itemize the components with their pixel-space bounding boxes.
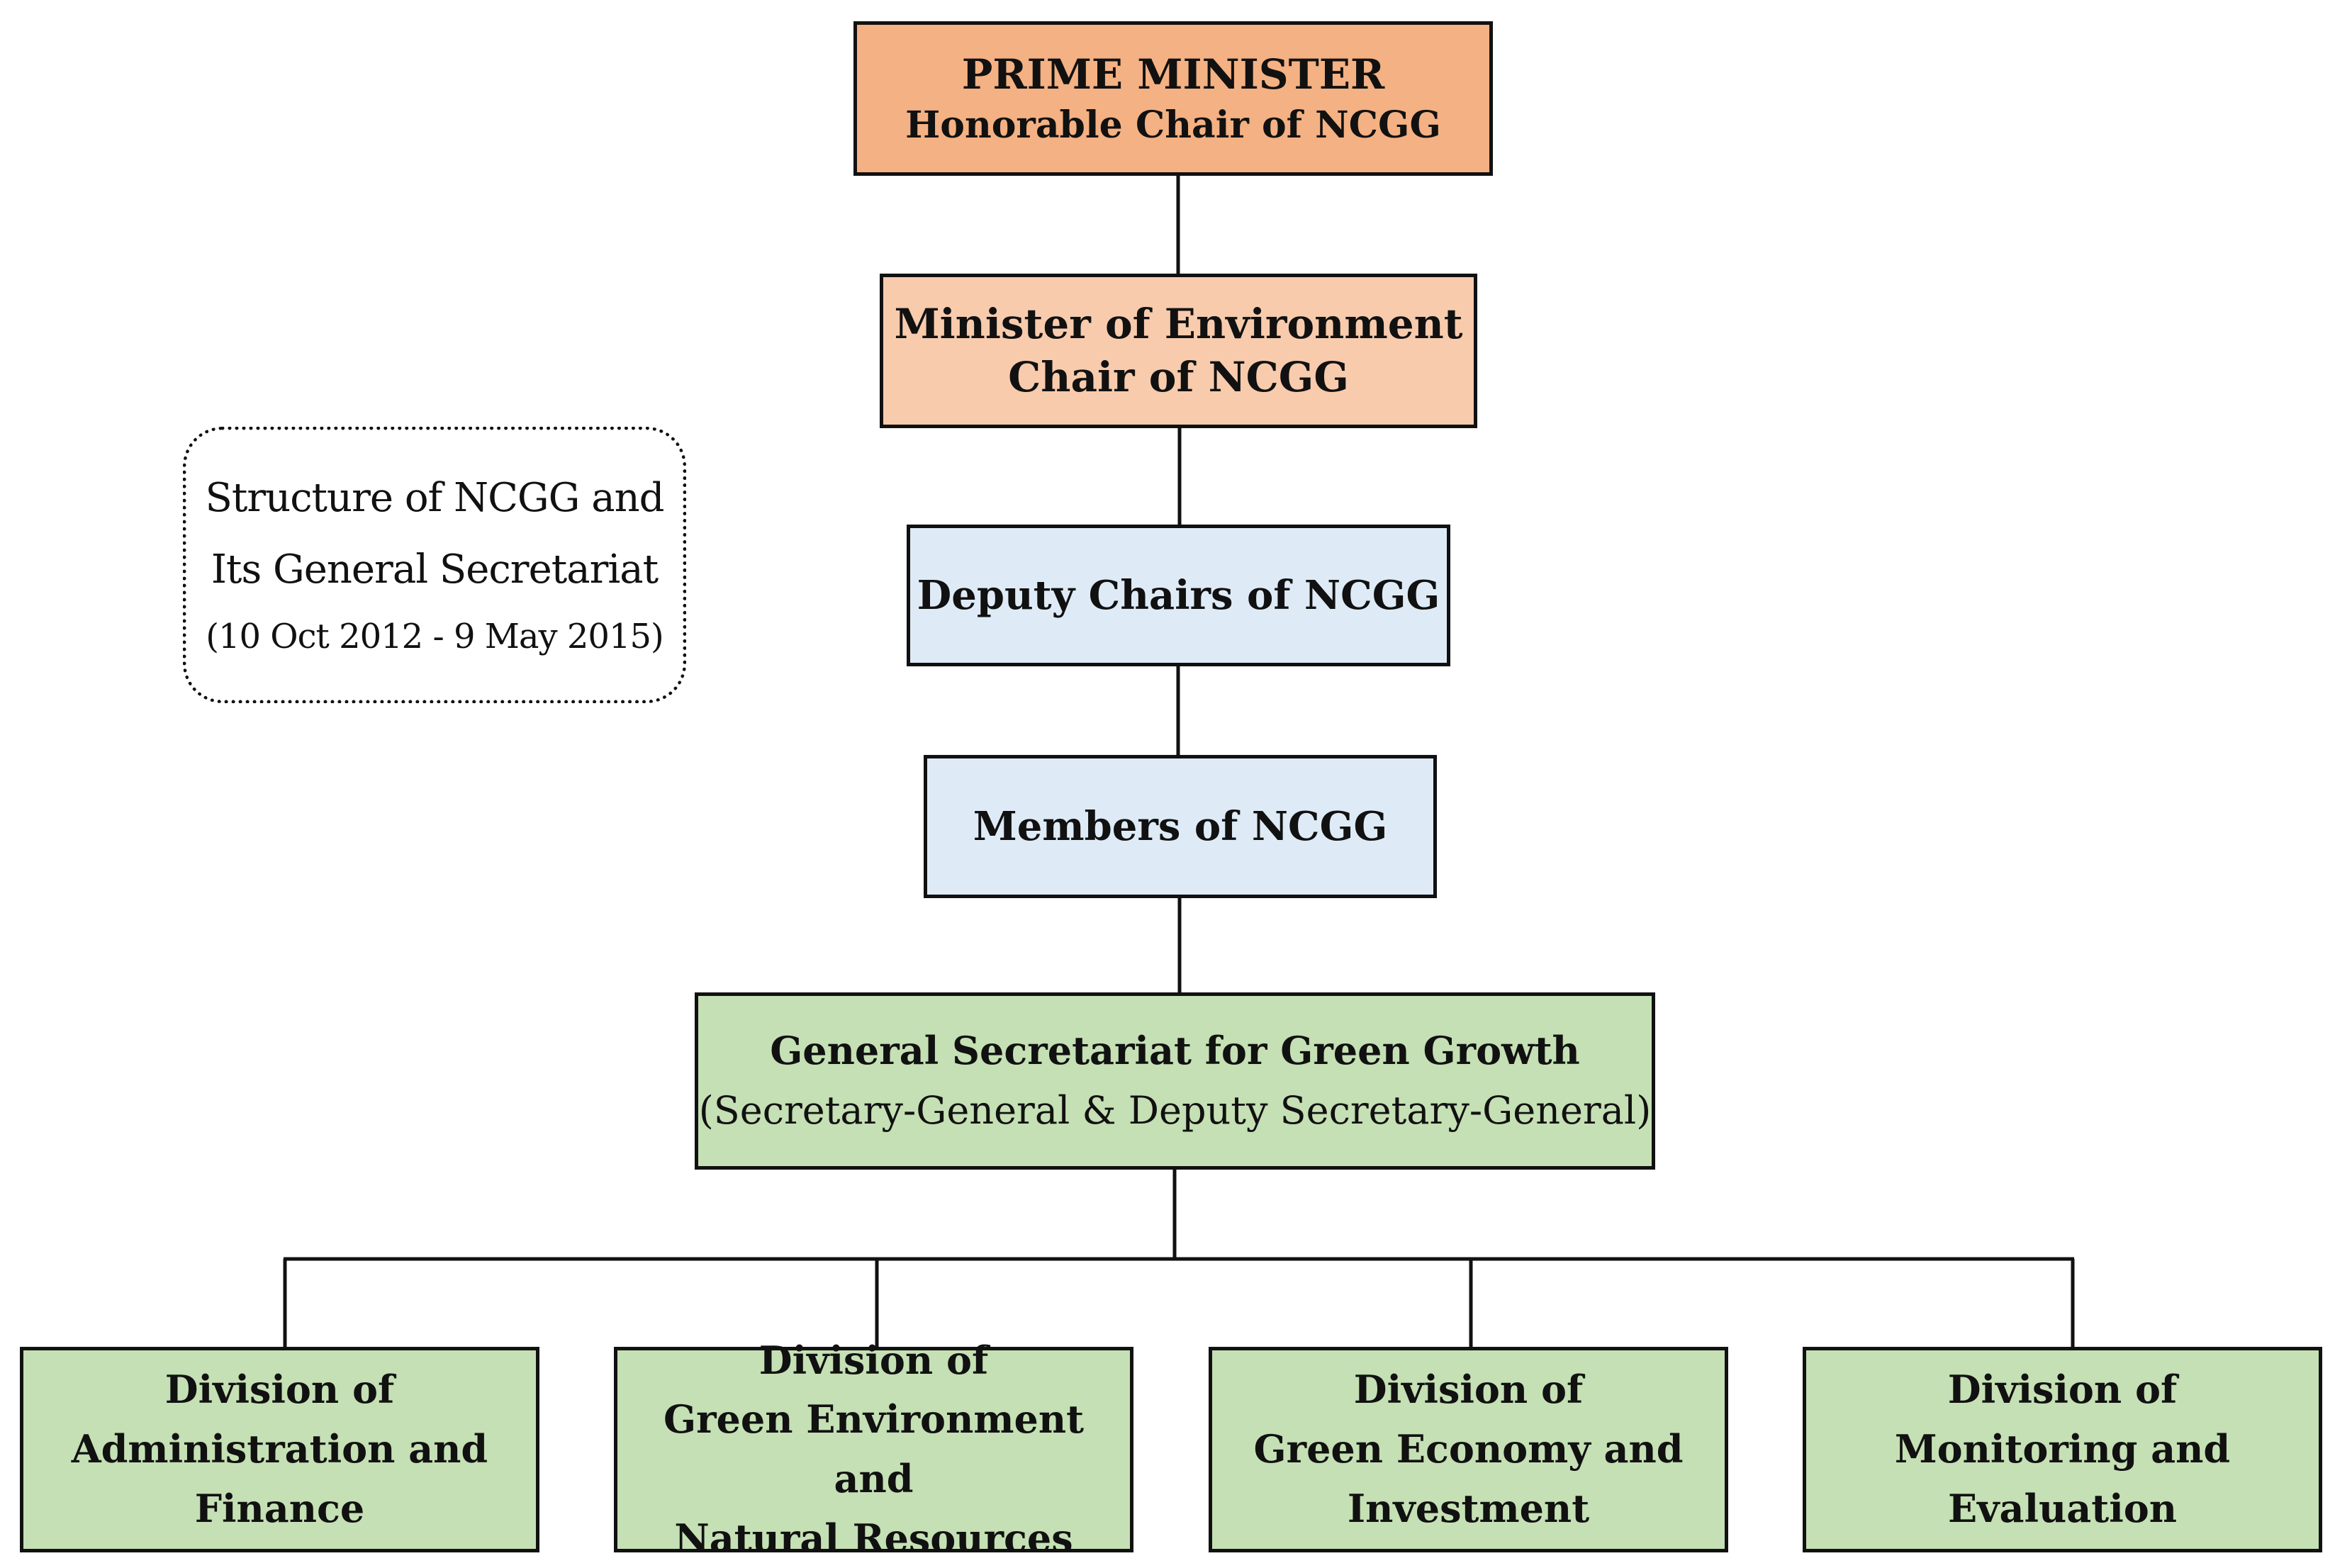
division-administration-finance-box: Division of Administration and Finance [20, 1347, 539, 1552]
minister-subtitle: Chair of NCGG [1008, 353, 1349, 401]
division-3-line-3: Investment [1347, 1485, 1590, 1531]
division-4-line-3: Evaluation [1947, 1485, 2178, 1531]
division-2-line-1: Division of [758, 1337, 989, 1383]
division-2-line-3: Natural Resources [674, 1515, 1073, 1561]
secretariat-title: General Secretariat for Green Growth [770, 1028, 1580, 1074]
deputy-chairs-box: Deputy Chairs of NCGG [907, 525, 1450, 666]
division-3-line-2: Green Economy and [1253, 1426, 1684, 1472]
division-3-line-1: Division of [1353, 1367, 1584, 1413]
structure-note: Structure of NCGG and Its General Secret… [183, 427, 686, 703]
minister-title: Minister of Environment [894, 299, 1463, 348]
division-green-economy-box: Division of Green Economy and Investment [1209, 1347, 1728, 1552]
prime-minister-box: PRIME MINISTER Honorable Chair of NCGG [853, 21, 1493, 176]
prime-minister-title: PRIME MINISTER [961, 50, 1385, 99]
division-1-line-3: Finance [194, 1485, 365, 1531]
division-1-line-1: Division of [164, 1367, 395, 1413]
prime-minister-subtitle: Honorable Chair of NCGG [905, 103, 1441, 147]
secretariat-subtitle: (Secretary-General & Deputy Secretary-Ge… [698, 1088, 1652, 1133]
division-1-line-2: Administration and [71, 1426, 488, 1472]
members-title: Members of NCGG [973, 802, 1388, 850]
general-secretariat-box: General Secretariat for Green Growth (Se… [695, 992, 1655, 1170]
note-line-1: Structure of NCGG and [205, 475, 664, 521]
division-green-environment-box: Division of Green Environment and Natura… [614, 1338, 1133, 1561]
minister-of-environment-box: Minister of Environment Chair of NCGG [880, 274, 1477, 428]
deputy-chairs-title: Deputy Chairs of NCGG [917, 571, 1440, 619]
division-2-line-2: Green Environment and [663, 1396, 1085, 1501]
division-4-line-2: Monitoring and [1894, 1426, 2231, 1472]
note-date-range: (10 Oct 2012 - 9 May 2015) [206, 616, 664, 656]
division-monitoring-evaluation-box: Division of Monitoring and Evaluation [1803, 1347, 2322, 1552]
division-4-line-1: Division of [1947, 1367, 2178, 1413]
members-box: Members of NCGG [924, 755, 1437, 898]
note-line-2: Its General Secretariat [211, 546, 659, 593]
